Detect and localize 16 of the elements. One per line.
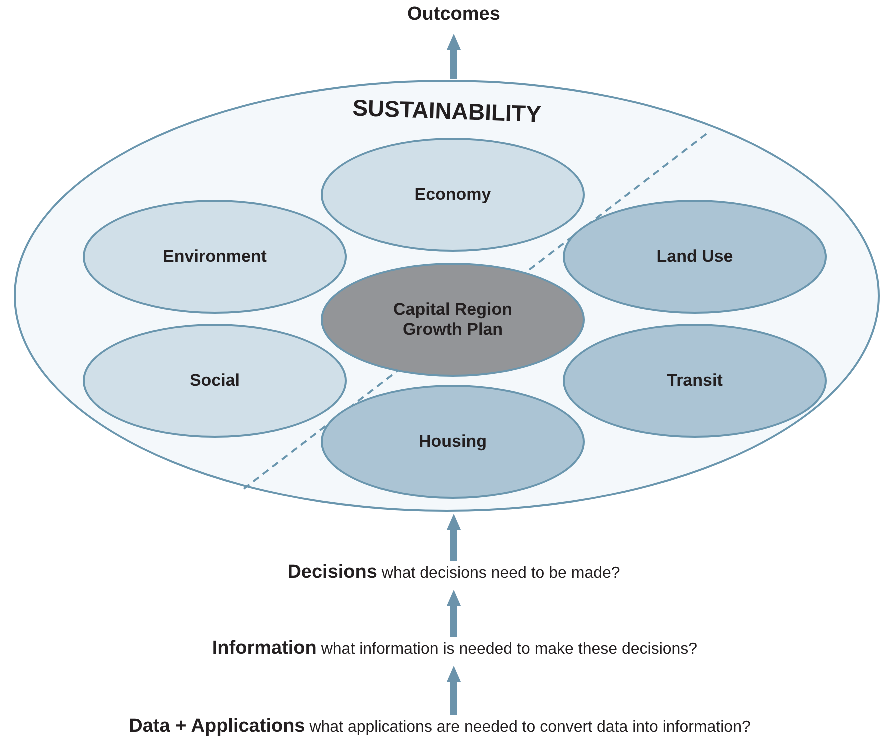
arrow [447, 666, 461, 715]
node-label: Housing [419, 432, 487, 452]
arrow [447, 514, 461, 561]
arrow [447, 34, 461, 79]
step-text: Information what information is needed to make these decisions? [211, 638, 699, 660]
node-label: Economy [414, 184, 492, 206]
node-label: Outcomes [406, 4, 502, 27]
node-label: Environment [163, 246, 267, 268]
arrow [447, 590, 461, 637]
node-label: Capital Region Growth Plan [392, 300, 514, 340]
node-label: Land Use [656, 246, 734, 268]
title-label: SUSTAINABILITY [351, 94, 543, 130]
node-label: Transit [667, 370, 723, 392]
step-text: Decisions what decisions need to be made? [286, 562, 622, 584]
step-text: Data + Applications what applications are needed to convert data into information? [128, 716, 752, 738]
node-label: Social [190, 370, 240, 392]
